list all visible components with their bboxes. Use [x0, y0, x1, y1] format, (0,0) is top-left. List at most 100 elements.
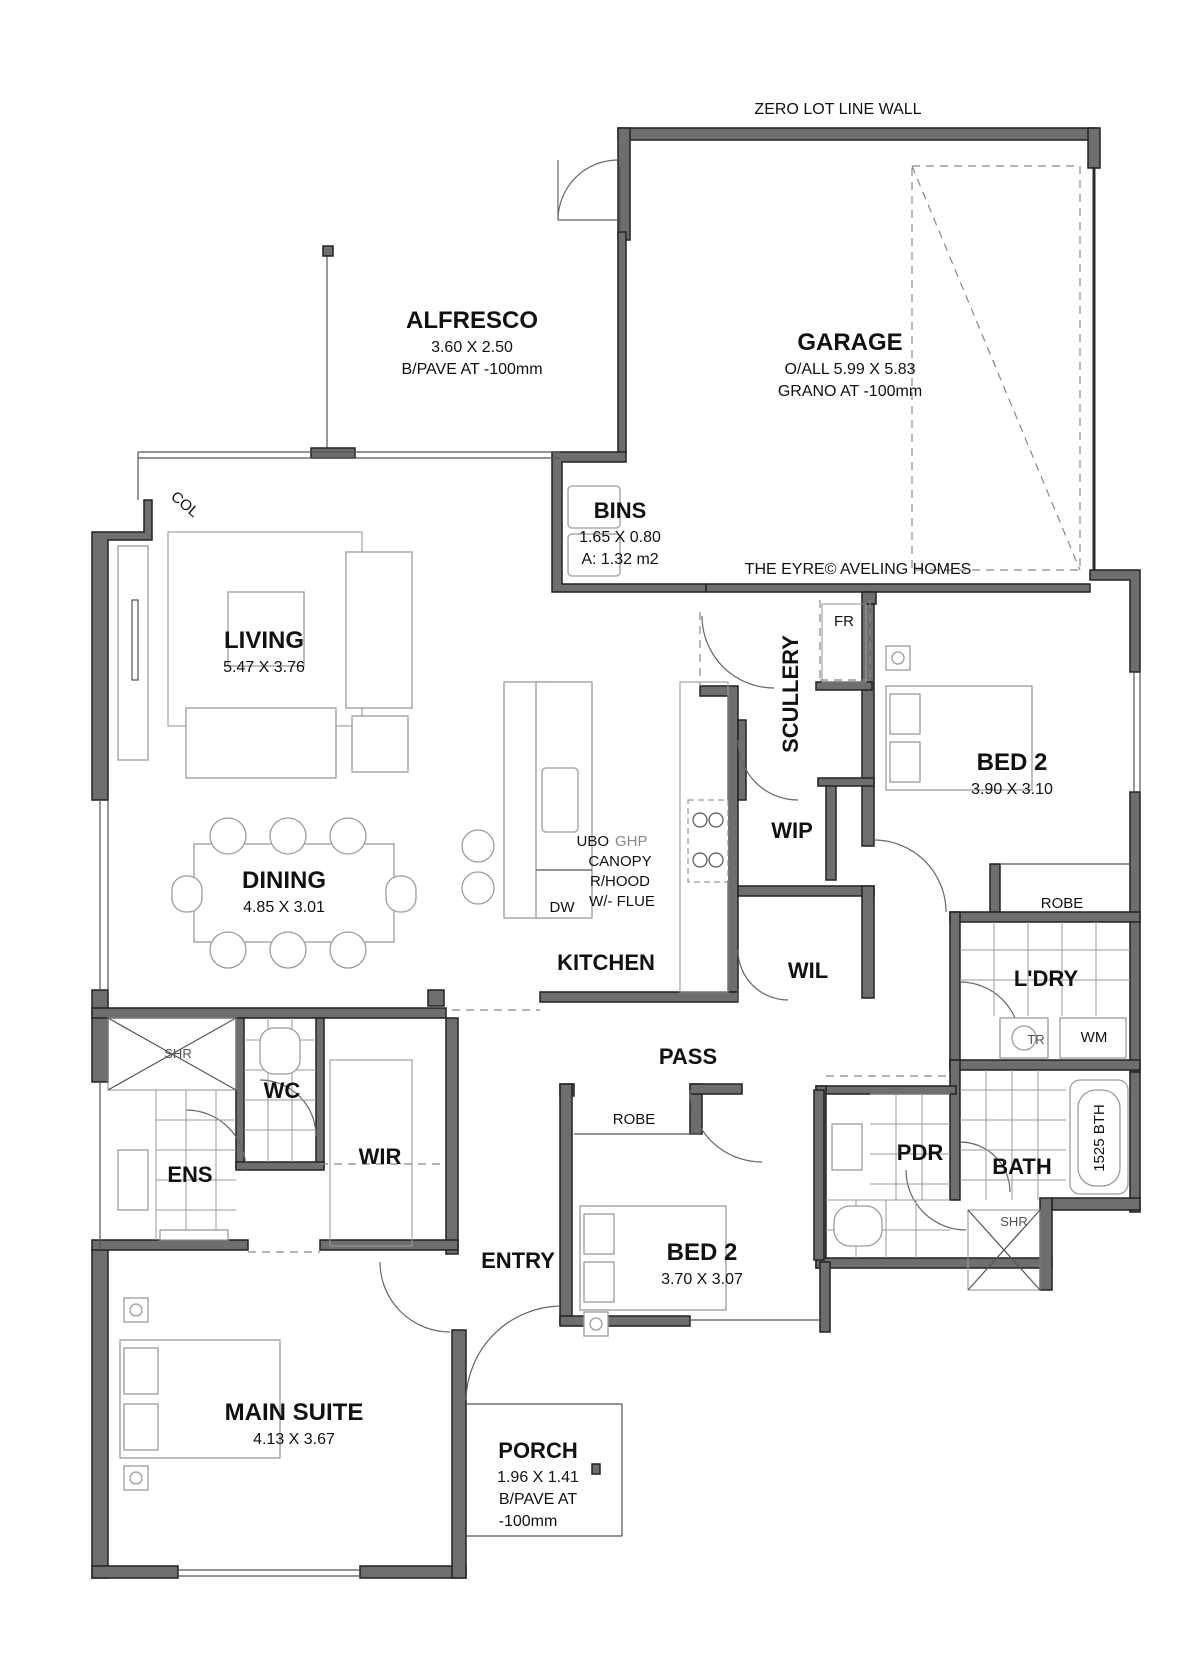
living-dims: 5.47 X 3.76 [223, 659, 305, 676]
labels: ZERO LOT LINE WALL ALFRESCO 3.60 X 2.50 … [164, 101, 1108, 1530]
wall-garage-right [1087, 127, 1101, 169]
wall-wc-right [315, 1017, 325, 1169]
wall-garage-top [617, 127, 1097, 141]
kitchen-name: KITCHEN [557, 950, 655, 975]
bins-name: BINS [594, 498, 647, 523]
bins-dims: 1.65 X 0.80 [579, 529, 661, 546]
canopy-label: CANOPY [588, 853, 651, 870]
robe-lower-label: ROBE [613, 1111, 656, 1128]
washing-machine [1059, 1017, 1127, 1059]
wall-scullery-mid [815, 681, 873, 691]
wall-right-lower [1129, 1071, 1141, 1213]
living-sofa-bottom [185, 707, 337, 779]
garage-name: GARAGE [797, 329, 902, 356]
alfresco-dims: 3.60 X 2.50 [431, 339, 513, 356]
pdr-toilet [833, 1205, 883, 1247]
wall-pdr-bottom [815, 1257, 1053, 1269]
wall-wip-right [825, 779, 837, 881]
wall-wip-top [737, 719, 747, 801]
wall-wc-bottom [235, 1161, 325, 1171]
bed2-upper-name: BED 2 [977, 749, 1048, 776]
wall-right-mid [1129, 791, 1141, 1073]
wall-main-right [451, 1329, 467, 1579]
wall-entry-left [445, 1017, 459, 1255]
bin-bottom [567, 533, 621, 577]
wall-ens-top [91, 1007, 447, 1019]
dining-dims: 4.85 X 3.01 [243, 899, 325, 916]
wall-bottom-main [91, 1565, 179, 1579]
wall-scullery-right [861, 603, 875, 847]
wir-hanging [329, 1059, 413, 1247]
living-ottoman [351, 715, 409, 773]
wall-living-outer [91, 499, 153, 801]
doors [185, 615, 1021, 1401]
wc-toilet [259, 1027, 301, 1075]
garage-door-dash [911, 165, 1081, 571]
pdr-name: PDR [897, 1140, 944, 1165]
ens-vanity [117, 1149, 149, 1211]
wall-bath-right [1051, 1197, 1141, 1211]
wall-wil-top [737, 885, 875, 897]
wall-bed2l-right-low [819, 1261, 831, 1333]
dw-label: DW [550, 899, 576, 916]
robe-upper-label: ROBE [1041, 895, 1084, 912]
laundry-name: L'DRY [1014, 966, 1079, 991]
wall-bed2l-top-r [689, 1083, 743, 1095]
zero-lot-line-label: ZERO LOT LINE WALL [754, 101, 921, 118]
wm-label: WM [1081, 1029, 1108, 1046]
wip-name: WIP [771, 818, 813, 843]
wall-left-mid [91, 989, 109, 1083]
porch-name: PORCH [498, 1438, 577, 1463]
tr-label: TR [1027, 1032, 1044, 1047]
wall-wir-bottom [319, 1239, 459, 1251]
kitchen-sink [541, 767, 579, 833]
brand-label: THE EYRE© AVELING HOMES [745, 561, 972, 578]
porch-note-2: -100mm [499, 1513, 558, 1530]
furniture [107, 485, 1130, 1491]
bed2-upper-dims: 3.90 X 3.10 [971, 781, 1053, 798]
wc-name: WC [264, 1078, 301, 1103]
bath-shower [967, 1209, 1041, 1291]
wall-ldry-left [949, 911, 961, 1071]
bed2-lower-dims: 3.70 X 3.07 [661, 1271, 743, 1288]
cooktop [687, 799, 729, 883]
shr-bath-label: SHR [1000, 1214, 1027, 1229]
wall-ens-bottom [91, 1239, 249, 1251]
living-sofa-right [345, 551, 413, 709]
ens-name: ENS [167, 1162, 212, 1187]
wall-bins [551, 451, 707, 593]
walls [91, 127, 1141, 1579]
wall-garage-bottom [705, 583, 1091, 593]
outlines [99, 159, 1141, 1577]
bin-top [567, 485, 621, 529]
garage-dims: O/ALL 5.99 X 5.83 [784, 361, 915, 378]
living-coffee-table [227, 591, 305, 667]
garage-note: GRANO AT -100mm [778, 383, 922, 400]
wall-robe-bottom [949, 911, 1141, 923]
ens-shower [107, 1017, 237, 1091]
bed2-lower-name: BED 2 [667, 1239, 738, 1266]
ubo-text: UBO [576, 833, 609, 850]
rhood-label: R/HOOD [590, 873, 650, 890]
shr-ens-label: SHR [164, 1046, 191, 1061]
bins-area: A: 1.32 m2 [581, 551, 658, 568]
main-suite-name: MAIN SUITE [225, 1399, 364, 1426]
wall-wip-mid [817, 777, 875, 787]
scullery-name: SCULLERY [778, 635, 803, 753]
wir-name: WIR [359, 1144, 402, 1169]
wall-ldry-bottom [949, 1059, 1141, 1071]
flue-label: W/- FLUE [589, 893, 655, 910]
main-suite-dims: 4.13 X 3.67 [253, 1431, 335, 1448]
alfresco-col [310, 447, 356, 459]
wall-garage-left-lower [617, 231, 627, 455]
wall-bed2l-left [559, 1083, 573, 1325]
porch-dims: 1.96 X 1.41 [497, 1469, 579, 1486]
wall-wc-left [235, 1017, 245, 1169]
wall-kitchen-bottom [539, 991, 739, 1003]
wil-name: WIL [788, 958, 828, 983]
col-label: COL [167, 488, 202, 521]
alfresco-name: ALFRESCO [406, 307, 538, 334]
alfresco-post [322, 245, 334, 257]
